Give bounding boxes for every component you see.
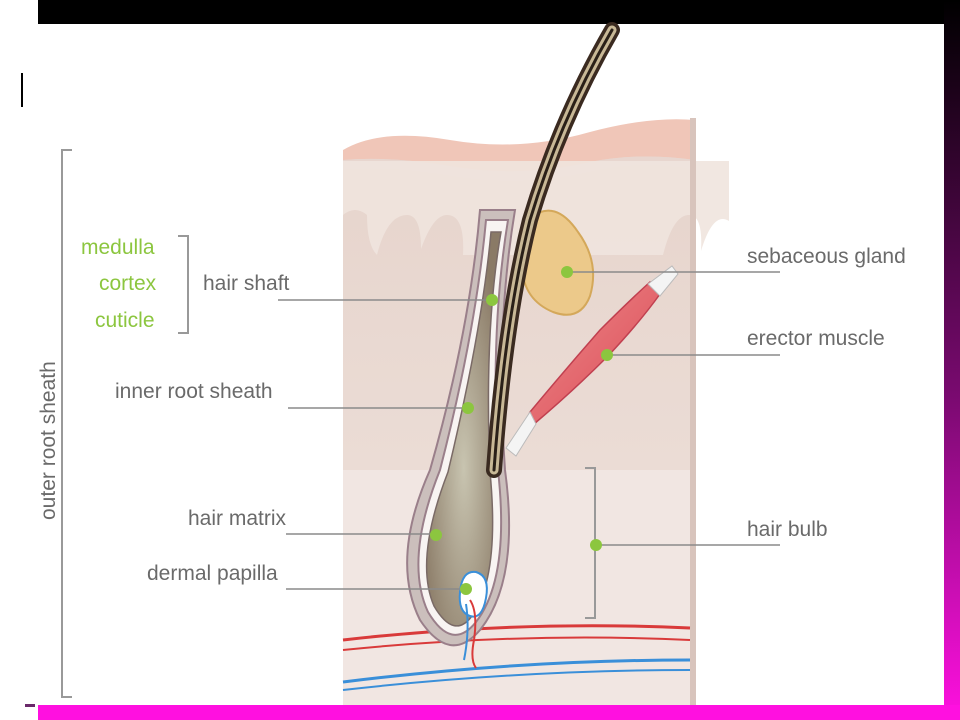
leader-lines <box>278 271 780 590</box>
label-outer-root-sheath: outer root sheath <box>37 361 60 520</box>
label-hair-matrix: hair matrix <box>188 507 287 530</box>
artery <box>342 624 691 642</box>
label-medulla: medulla <box>81 236 155 259</box>
label-erector-muscle: erector muscle <box>747 327 885 350</box>
label-cuticle: cuticle <box>95 309 155 332</box>
label-hair-bulb: hair bulb <box>747 518 828 541</box>
hair-shaft-bracket <box>178 235 189 334</box>
cursor-mark <box>21 73 23 107</box>
outer-root-sheath-bracket <box>61 149 72 698</box>
label-hair-shaft: hair shaft <box>203 272 290 295</box>
top-black-bar <box>0 0 960 24</box>
label-sebaceous-gland: sebaceous gland <box>747 245 906 268</box>
corner-mark <box>25 704 35 707</box>
muscle-tendon-bottom <box>505 411 537 457</box>
label-inner-root-sheath: inner root sheath <box>115 380 273 403</box>
label-dermal-papilla: dermal papilla <box>147 562 278 585</box>
right-frame <box>944 0 960 720</box>
vein <box>342 658 691 684</box>
pointer-dots <box>430 266 613 595</box>
artery-2 <box>342 636 691 651</box>
vein-2 <box>342 669 691 691</box>
label-cortex: cortex <box>99 272 157 295</box>
hair-follicle <box>406 209 517 669</box>
hair-shaft-medulla <box>492 28 614 472</box>
left-edge-strip <box>0 0 38 720</box>
bottom-magenta-bar <box>38 705 960 720</box>
